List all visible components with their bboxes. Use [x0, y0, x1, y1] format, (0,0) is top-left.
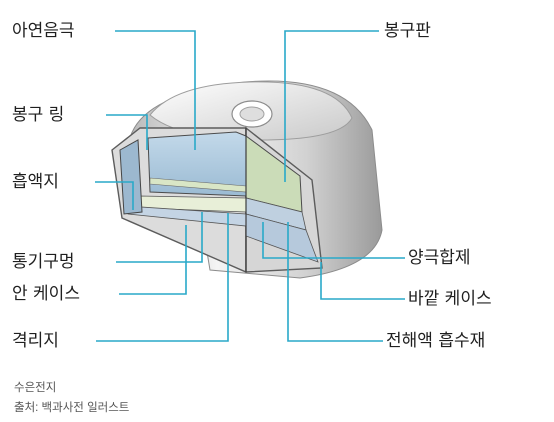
label-separator: 격리지: [12, 331, 59, 351]
leader-lines: [95, 30, 405, 342]
battery-cutaway-illustration: [95, 30, 405, 342]
label-cathode-mix: 양극합제: [408, 248, 471, 268]
cutaway-face: [111, 126, 323, 274]
label-absorbent-paper: 흡액지: [12, 172, 59, 192]
label-sealing-ring: 봉구 링: [12, 105, 65, 125]
label-inner-case: 안 케이스: [12, 284, 80, 304]
label-sealing-plate: 봉구판: [384, 21, 431, 41]
caption-title: 수은전지: [14, 382, 57, 394]
caption-source: 출처: 백과사전 일러스트: [14, 402, 130, 414]
label-outer-case: 바깥 케이스: [408, 289, 492, 309]
label-vent-hole: 통기구멍: [12, 252, 75, 272]
label-zinc-anode: 아연음극: [12, 21, 75, 41]
label-electrolyte-absorber: 전해액 흡수재: [386, 331, 486, 351]
battery-diagram: 아연음극 봉구 링 흡액지 통기구멍 안 케이스 격리지 봉구판 양극합제 바깥…: [12, 21, 492, 351]
